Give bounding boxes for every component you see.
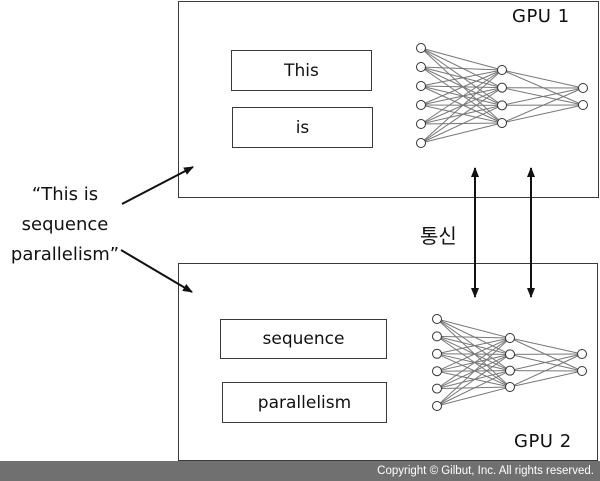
input-sentence-line-1: “This is xyxy=(31,184,99,205)
copyright-text: Copyright © Gilbut, Inc. All rights rese… xyxy=(377,465,594,477)
token-text: sequence xyxy=(262,329,345,349)
token-box-this: This xyxy=(231,50,372,91)
communication-label: 통신 xyxy=(420,224,457,248)
input-sentence-line-2: sequence xyxy=(21,214,109,235)
gpu1-label: GPU 1 xyxy=(512,6,570,27)
token-box-is: is xyxy=(232,107,373,148)
gpu2-label: GPU 2 xyxy=(514,431,572,452)
gpu1-container xyxy=(178,1,599,198)
input-sentence-line-3: parallelism” xyxy=(10,244,120,265)
token-text: This xyxy=(284,60,319,81)
token-text: is xyxy=(295,117,310,138)
token-box-parallelism: parallelism xyxy=(222,382,387,423)
copyright-footer: Copyright © Gilbut, Inc. All rights rese… xyxy=(0,461,600,481)
token-box-sequence: sequence xyxy=(220,319,387,359)
token-text: parallelism xyxy=(257,392,352,413)
